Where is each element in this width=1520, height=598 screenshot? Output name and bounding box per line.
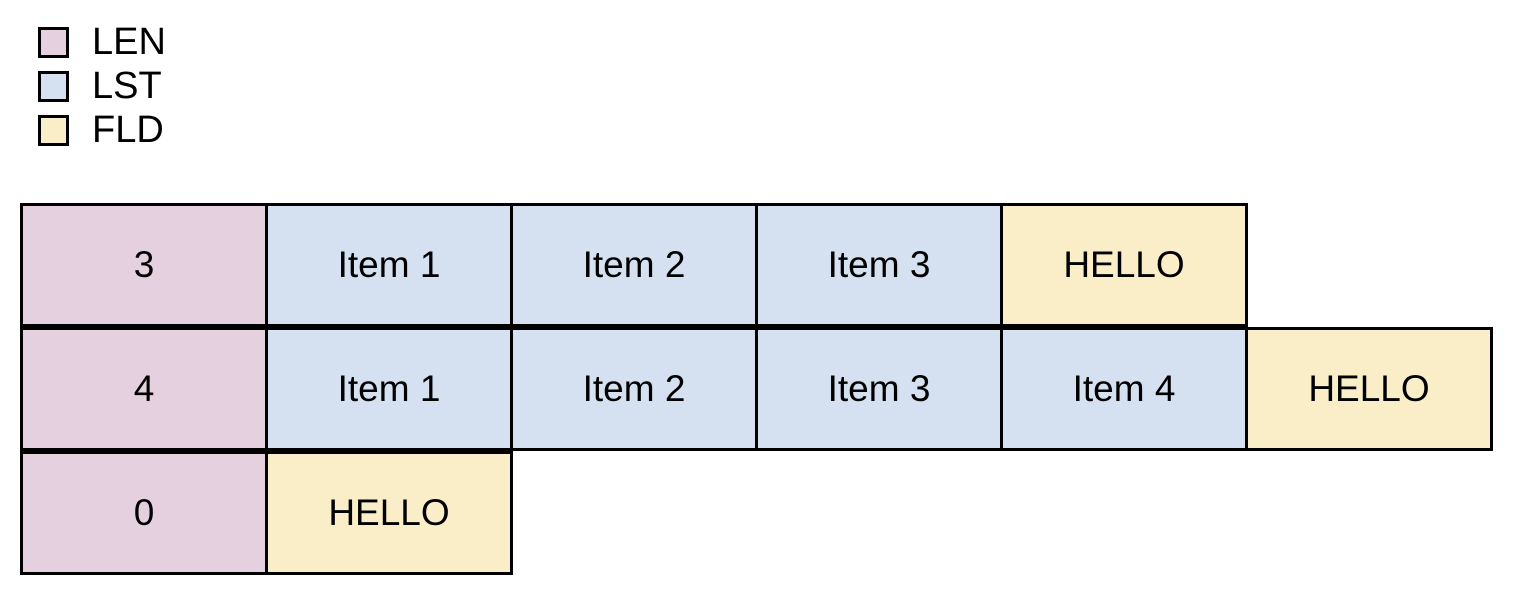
legend-item-len: LEN [38,20,166,64]
legend-item-fld: FLD [38,108,166,152]
cell-fld: HELLO [265,451,513,575]
cell-lst: Item 2 [510,203,758,327]
legend-label: LEN [92,21,166,63]
legend-swatch-len [38,26,69,58]
cell-lst: Item 3 [755,203,1003,327]
legend-item-lst: LST [38,64,166,108]
cell-lst: Item 4 [1000,327,1248,451]
legend-swatch-lst [38,70,69,102]
cell-lst: Item 1 [265,327,513,451]
cell-lst: Item 2 [510,327,758,451]
cell-lst: Item 1 [265,203,513,327]
cell-fld: HELLO [1245,327,1493,451]
legend-swatch-fld [38,114,69,146]
cell-lst: Item 3 [755,327,1003,451]
cell-len: 3 [20,203,268,327]
cell-fld: HELLO [1000,203,1248,327]
cell-len: 4 [20,327,268,451]
legend-label: FLD [92,109,164,151]
legend-label: LST [92,65,162,107]
cell-len: 0 [20,451,268,575]
